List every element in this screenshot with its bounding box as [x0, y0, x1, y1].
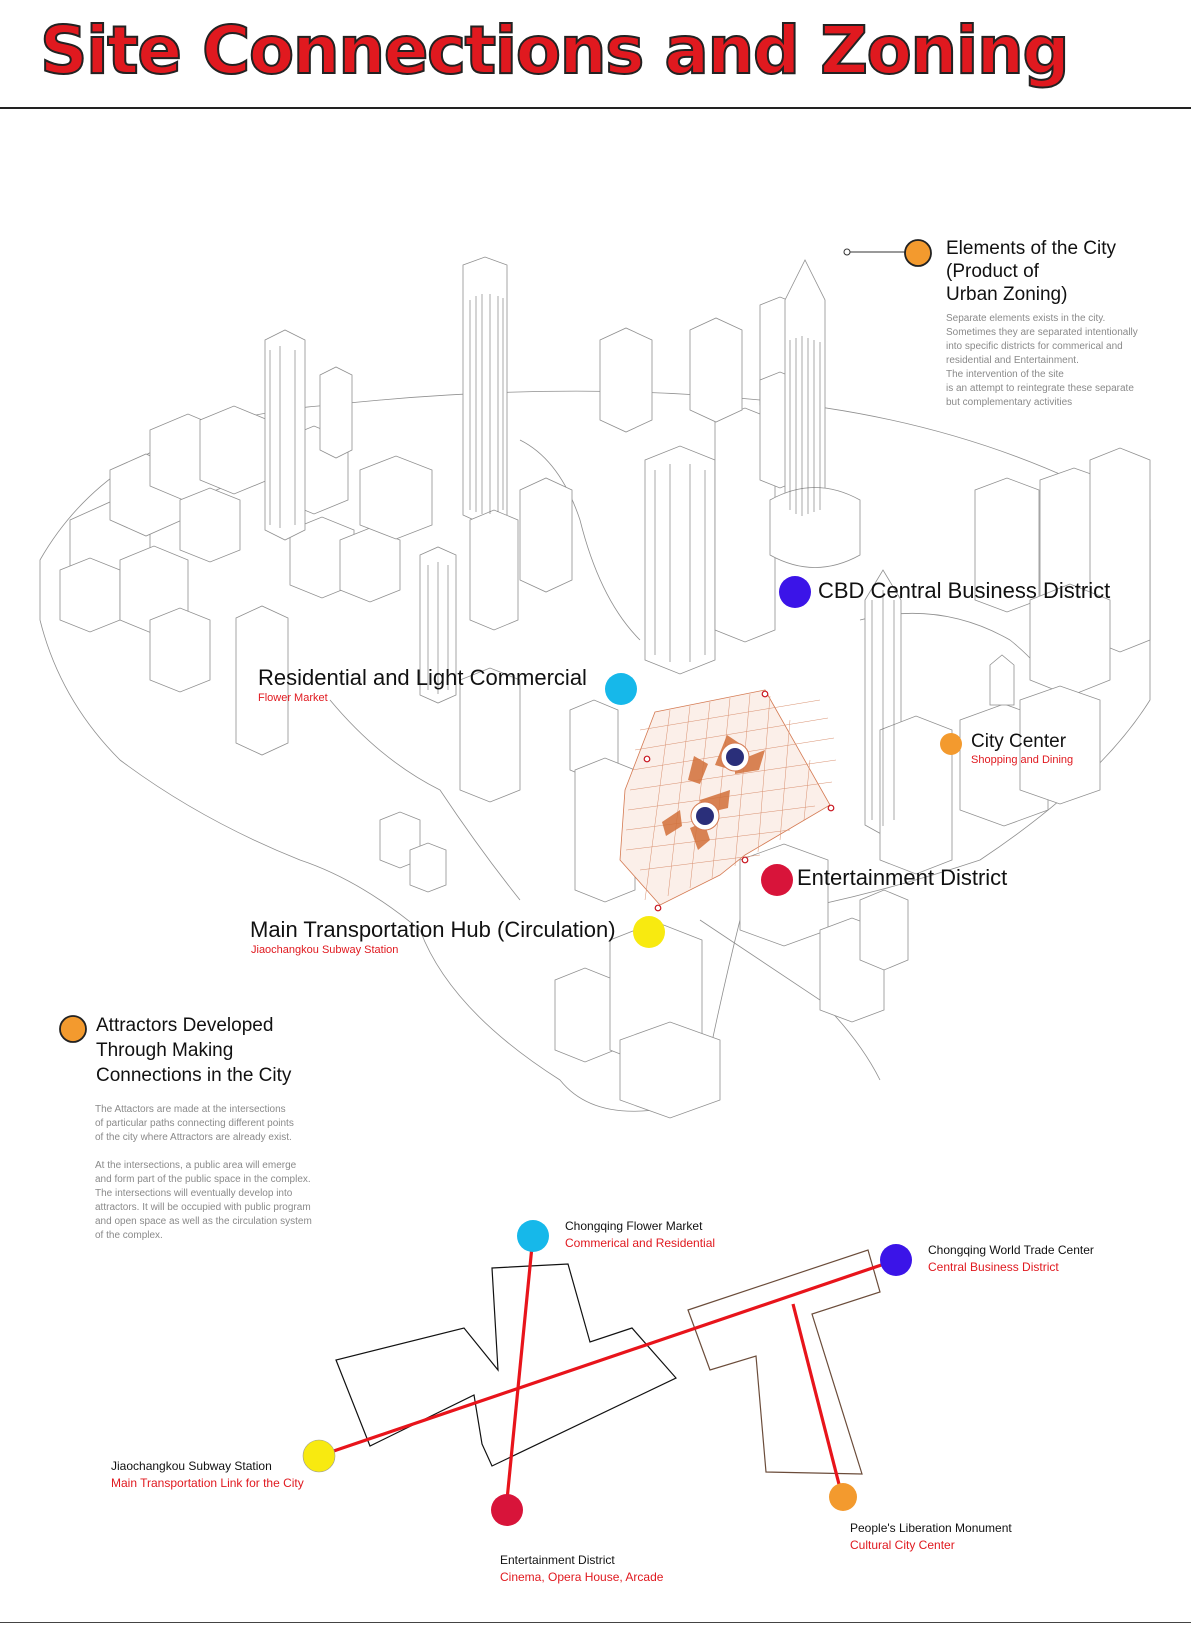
- subway-node-label: Jiaochangkou Subway Station Main Transpo…: [111, 1459, 304, 1490]
- elements-marker: [904, 239, 932, 267]
- cbd-label: CBD Central Business District: [818, 578, 1111, 603]
- residential-label: Residential and Light Commercial: [258, 665, 587, 690]
- plaza-grid: [619, 689, 837, 912]
- attractors-body-line: attractors. It will be occupied with pub…: [95, 1202, 311, 1213]
- entertainment-label: Entertainment District: [797, 865, 1008, 890]
- node-subway: [302, 1439, 336, 1473]
- subway-sub: Main Transportation Link for the City: [111, 1476, 304, 1490]
- wtc-node-label: Chongqing World Trade Center Central Bus…: [928, 1243, 1094, 1274]
- attractors-description: The Attactors are made at the intersecti…: [95, 1103, 312, 1243]
- wtc-name: Chongqing World Trade Center: [928, 1243, 1094, 1257]
- attractors-body-line: and open space as well as the circulatio…: [95, 1216, 312, 1227]
- residential-marker: [605, 673, 637, 705]
- entertainment-node-label: Entertainment District Cinema, Opera Hou…: [500, 1553, 663, 1584]
- connections-diagram: [302, 1220, 912, 1526]
- elements-body-line: into specific districts for commerical a…: [946, 341, 1123, 352]
- city-center-marker: [940, 733, 962, 755]
- entertainment-marker: [761, 864, 793, 896]
- leader-dot: [843, 248, 851, 256]
- title-divider: [0, 107, 1191, 109]
- monument-name: People's Liberation Monument: [850, 1521, 1012, 1535]
- entertainment-name: Entertainment District: [500, 1553, 615, 1567]
- attractors-body-line: of particular paths connecting different…: [95, 1118, 294, 1129]
- subway-name: Jiaochangkou Subway Station: [111, 1459, 272, 1473]
- node-monument: [829, 1483, 857, 1511]
- attractors-body-line: The intersections will eventually develo…: [95, 1188, 293, 1199]
- elements-body-line: Separate elements exists in the city.: [946, 313, 1106, 324]
- page-title: Site Connections and Zoning: [39, 12, 1071, 89]
- node-entertainment: [491, 1494, 523, 1526]
- elements-body-line: but complementary activities: [946, 397, 1073, 408]
- flower-market-name: Chongqing Flower Market: [565, 1219, 703, 1233]
- attractors-body-line: [95, 1145, 312, 1159]
- elements-body-line: is an attempt to reintegrate these separ…: [946, 383, 1134, 394]
- bottom-divider: [0, 1622, 1191, 1623]
- elements-heading-line-2: (Product of: [946, 260, 1039, 282]
- entertainment-sub: Cinema, Opera House, Arcade: [500, 1570, 664, 1584]
- monument-sub: Cultural City Center: [850, 1538, 955, 1552]
- cbd-marker: [779, 576, 811, 608]
- attractors-heading-line-3: Connections in the City: [96, 1064, 292, 1086]
- attractors-body-line: of the city where Attractors are already…: [95, 1132, 292, 1143]
- elements-heading-line-3: Urban Zoning): [946, 283, 1068, 305]
- attractors-heading: Attractors Developed Through Making Conn…: [96, 1015, 292, 1087]
- elements-description: Separate elements exists in the city. So…: [946, 312, 1138, 410]
- wtc-sub: Central Business District: [928, 1260, 1059, 1274]
- transport-sublabel: Jiaochangkou Subway Station: [251, 944, 399, 956]
- transport-label: Main Transportation Hub (Circulation): [250, 917, 616, 942]
- elements-body-line: residential and Entertainment.: [946, 355, 1079, 366]
- transport-marker: [633, 916, 665, 948]
- monument-node-label: People's Liberation Monument Cultural Ci…: [850, 1521, 1012, 1552]
- attractors-body-line: At the intersections, a public area will…: [95, 1160, 297, 1171]
- flower-market-node-label: Chongqing Flower Market Commerical and R…: [565, 1219, 715, 1250]
- node-wtc: [880, 1244, 912, 1276]
- attractors-body-line: The Attactors are made at the intersecti…: [95, 1104, 286, 1115]
- flower-market-sub: Commerical and Residential: [565, 1236, 716, 1250]
- city-center-label: City Center: [971, 731, 1067, 752]
- elements-body-line: The intervention of the site: [946, 369, 1064, 380]
- attractors-body-line: and form part of the public space in the…: [95, 1174, 311, 1185]
- attractors-heading-line-1: Attractors Developed: [96, 1015, 274, 1036]
- elements-body-line: Sometimes they are separated intentional…: [946, 327, 1138, 338]
- city-center-sublabel: Shopping and Dining: [971, 754, 1074, 766]
- residential-sublabel: Flower Market: [258, 692, 328, 704]
- elements-heading-line-1: Elements of the City: [946, 238, 1117, 259]
- elements-of-city-heading: Elements of the City (Product of Urban Z…: [946, 238, 1117, 306]
- attractors-body-line: of the complex.: [95, 1230, 163, 1241]
- node-flower-market: [517, 1220, 549, 1252]
- attractors-marker: [59, 1015, 87, 1043]
- attractors-heading-line-2: Through Making: [96, 1039, 234, 1061]
